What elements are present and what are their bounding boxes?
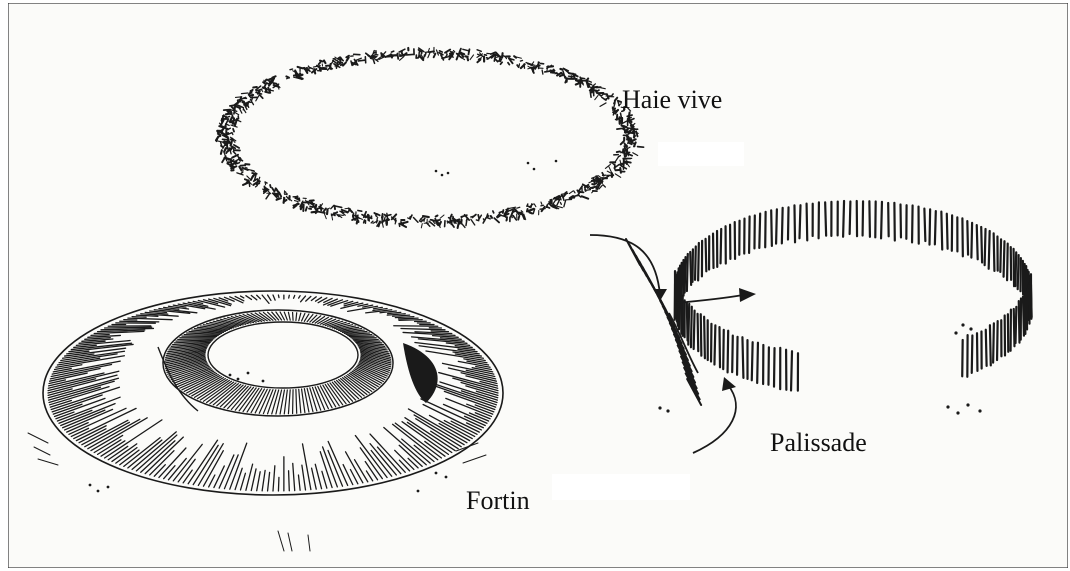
label-haie-vive: Haie vive <box>622 85 722 115</box>
whiteout-patch <box>658 142 744 166</box>
label-fortin: Fortin <box>466 486 530 516</box>
illustration-canvas <box>8 3 1068 568</box>
label-palissade: Palissade <box>770 428 867 458</box>
whiteout-patch <box>552 474 690 500</box>
